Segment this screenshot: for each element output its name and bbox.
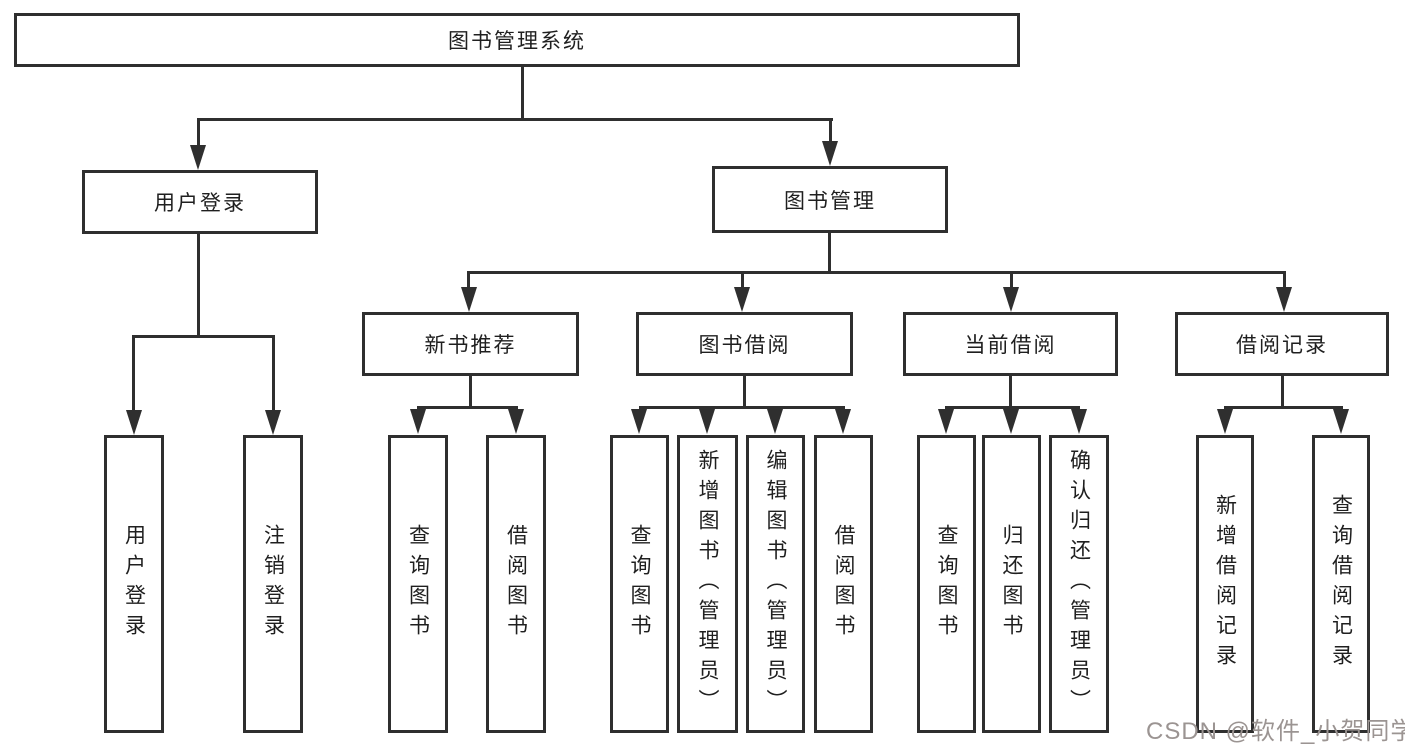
arrow-down-icon xyxy=(1333,409,1349,434)
connector-line xyxy=(417,406,518,409)
node-label: 新书推荐 xyxy=(424,334,517,357)
leaf-query-books-recommend: 查询图书 xyxy=(388,435,448,733)
connector-line xyxy=(467,271,1285,274)
arrow-down-icon xyxy=(1217,409,1233,434)
node-label: 确认归还（管理员） xyxy=(1067,449,1091,719)
leaf-add-borrow-record: 新增借阅记录 xyxy=(1196,435,1254,733)
arrow-down-icon xyxy=(461,287,477,312)
leaf-borrow-books-recommend: 借阅图书 xyxy=(486,435,546,733)
node-label: 借阅图书 xyxy=(504,524,528,644)
csdn-watermark: CSDN @软件_小贺同学 xyxy=(1146,718,1405,745)
connector-line xyxy=(132,335,135,415)
connector-line xyxy=(521,66,524,120)
connector-line xyxy=(828,233,831,274)
node-book-management: 图书管理 xyxy=(712,166,948,233)
leaf-edit-book-admin: 编辑图书（管理员） xyxy=(746,435,805,733)
leaf-confirm-return-admin: 确认归还（管理员） xyxy=(1049,435,1109,733)
node-label: 归还图书 xyxy=(1000,524,1024,644)
connector-line xyxy=(1281,376,1284,408)
node-label: 借阅图书 xyxy=(832,524,856,644)
node-label: 查询借阅记录 xyxy=(1329,494,1353,674)
connector-line xyxy=(1009,376,1012,408)
connector-line xyxy=(1010,271,1013,291)
leaf-borrow-books-borrowing: 借阅图书 xyxy=(814,435,873,733)
arrow-down-icon xyxy=(734,287,750,312)
arrow-down-icon xyxy=(410,409,426,434)
node-label: 当前借阅 xyxy=(964,334,1057,357)
arrow-down-icon xyxy=(835,409,851,434)
leaf-query-books-current: 查询图书 xyxy=(917,435,976,733)
connector-line xyxy=(1283,271,1286,291)
node-label: 新增图书（管理员） xyxy=(696,449,720,719)
arrow-down-icon xyxy=(190,145,206,170)
arrow-down-icon xyxy=(1071,409,1087,434)
connector-line xyxy=(829,118,832,146)
arrow-down-icon xyxy=(1003,409,1019,434)
connector-line xyxy=(132,335,275,338)
arrow-down-icon xyxy=(126,410,142,435)
connector-line xyxy=(1224,406,1343,409)
node-label: 图书管理系统 xyxy=(448,30,586,53)
arrow-down-icon xyxy=(1276,287,1292,312)
node-library-system: 图书管理系统 xyxy=(14,13,1020,67)
node-label: 图书借阅 xyxy=(698,334,791,357)
connector-line xyxy=(467,271,470,291)
connector-line xyxy=(639,406,845,409)
leaf-user-login: 用户登录 xyxy=(104,435,164,733)
leaf-query-books-borrowing: 查询图书 xyxy=(610,435,669,733)
node-new-book-recommend: 新书推荐 xyxy=(362,312,579,376)
node-label: 查询图书 xyxy=(406,524,430,644)
leaf-return-books: 归还图书 xyxy=(982,435,1041,733)
arrow-down-icon xyxy=(938,409,954,434)
connector-line xyxy=(945,406,1080,409)
connector-line xyxy=(197,234,200,337)
arrow-down-icon xyxy=(1003,287,1019,312)
arrow-down-icon xyxy=(822,141,838,166)
arrow-down-icon xyxy=(508,409,524,434)
node-label: 查询图书 xyxy=(935,524,959,644)
leaf-query-borrow-record: 查询借阅记录 xyxy=(1312,435,1370,733)
arrow-down-icon xyxy=(265,410,281,435)
node-label: 编辑图书（管理员） xyxy=(764,449,788,719)
connector-line xyxy=(743,376,746,408)
node-label: 借阅记录 xyxy=(1236,334,1328,357)
arrow-down-icon xyxy=(767,409,783,434)
node-label: 用户登录 xyxy=(154,192,246,215)
node-current-borrowing: 当前借阅 xyxy=(903,312,1118,376)
node-book-borrowing: 图书借阅 xyxy=(636,312,853,376)
arrow-down-icon xyxy=(699,409,715,434)
node-label: 查询图书 xyxy=(628,524,652,644)
connector-line xyxy=(741,271,744,291)
connector-line xyxy=(197,118,833,121)
connector-line xyxy=(197,118,200,150)
node-borrowing-records: 借阅记录 xyxy=(1175,312,1389,376)
connector-line xyxy=(469,376,472,408)
leaf-logout: 注销登录 xyxy=(243,435,303,733)
node-label: 注销登录 xyxy=(261,524,285,644)
node-label: 用户登录 xyxy=(122,524,146,644)
leaf-add-book-admin: 新增图书（管理员） xyxy=(677,435,738,733)
node-user-login: 用户登录 xyxy=(82,170,318,234)
node-label: 新增借阅记录 xyxy=(1213,494,1237,674)
connector-line xyxy=(272,335,275,415)
arrow-down-icon xyxy=(631,409,647,434)
node-label: 图书管理 xyxy=(784,189,876,213)
